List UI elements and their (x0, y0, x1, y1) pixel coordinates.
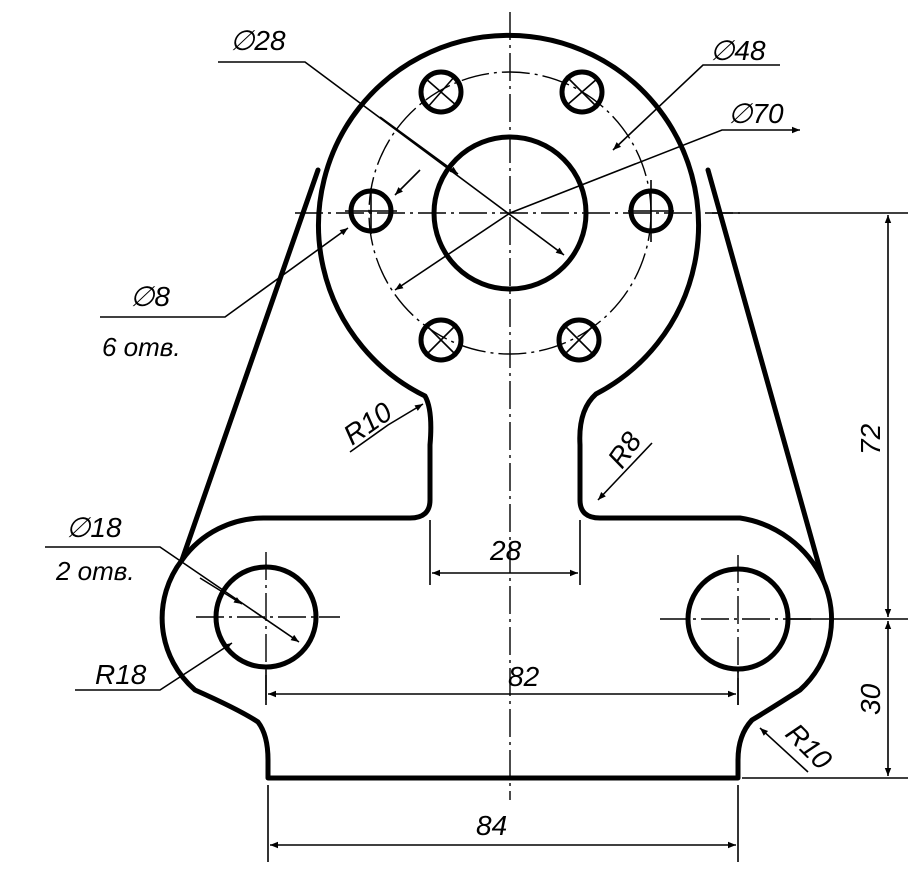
label-d18: ∅18 (66, 512, 122, 543)
label-r18: R18 (95, 659, 147, 690)
leader-d18-inner (199, 577, 243, 605)
leader-r10-bottom (759, 727, 809, 773)
label-82: 82 (508, 661, 540, 692)
label-d18-note: 2 отв. (55, 556, 135, 586)
leader-r8 (597, 442, 653, 501)
leader-d48-inner (394, 212, 511, 291)
label-d48: ∅48 (710, 35, 766, 66)
right-tangent-line (705, 167, 826, 583)
label-r10-bottom: R10 (780, 717, 839, 776)
label-r8: R8 (602, 426, 648, 473)
label-30: 30 (855, 683, 886, 715)
leader-d8 (100, 227, 349, 318)
bolt-hole (418, 317, 464, 363)
label-d8: ∅8 (130, 281, 170, 312)
bolt-hole (556, 317, 602, 363)
label-r10-top: R10 (338, 396, 398, 451)
label-d28: ∅28 (230, 25, 286, 56)
leader-d28-inner (379, 116, 459, 175)
leader-d18 (45, 546, 300, 643)
leader-r10-top (349, 403, 424, 453)
leader-d8-inner (394, 169, 421, 196)
leader-r18 (75, 642, 233, 691)
bolt-hole (559, 69, 605, 115)
label-d70: ∅70 (728, 98, 784, 129)
label-72: 72 (855, 423, 886, 455)
leader-d70 (509, 126, 800, 214)
leader-d28 (218, 61, 565, 256)
left-tangent-line (179, 167, 321, 563)
bolt-hole-centerlines (345, 75, 674, 357)
leader-d48 (612, 64, 780, 151)
label-d8-note: 6 отв. (102, 332, 181, 362)
label-84: 84 (476, 810, 507, 841)
extension-lines (265, 212, 908, 862)
label-28: 28 (489, 535, 522, 566)
part-outline (159, 32, 835, 781)
bolt-hole (418, 69, 464, 115)
